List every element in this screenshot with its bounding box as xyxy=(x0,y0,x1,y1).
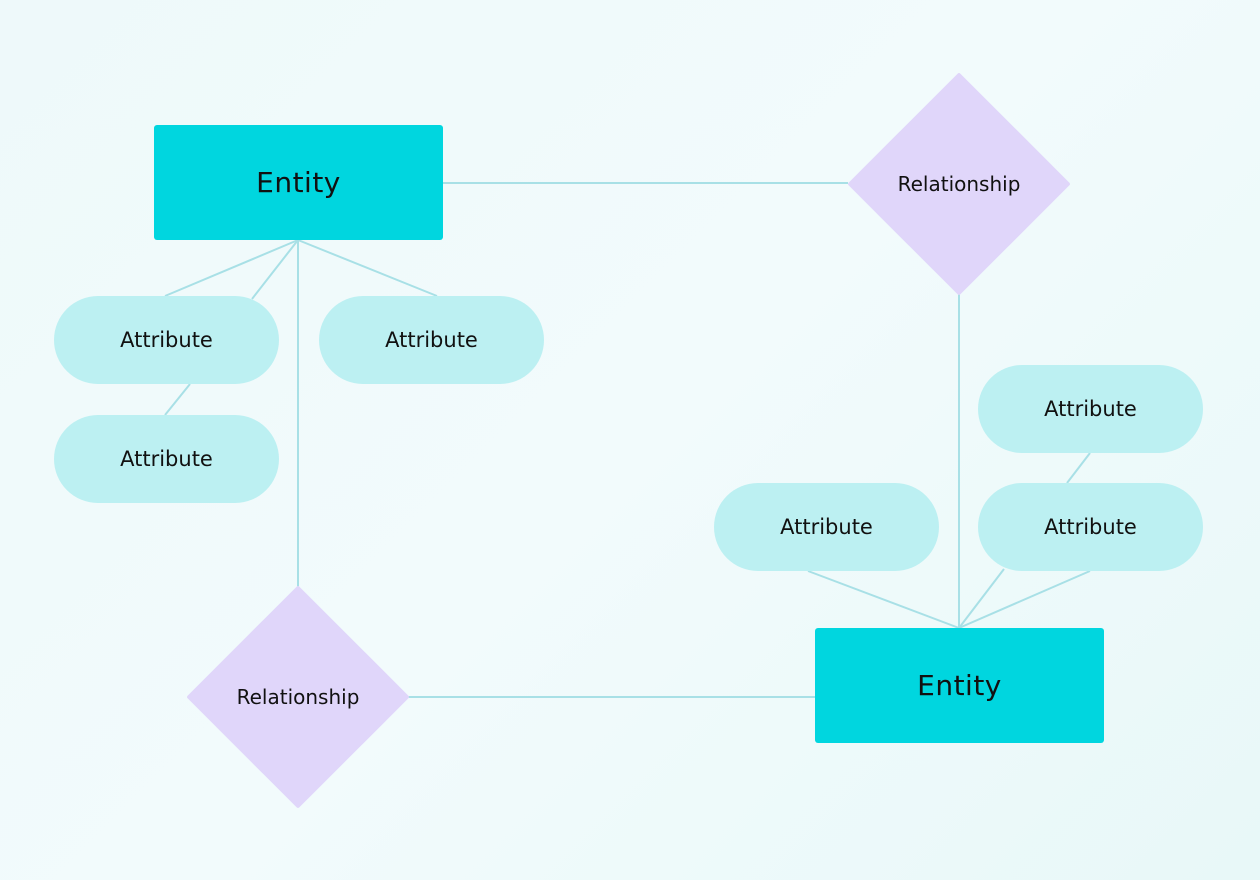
connector-entity2-attr4 xyxy=(807,570,960,629)
attribute-pill-6[interactable]: Attribute xyxy=(978,483,1203,571)
attribute-pill-3[interactable]: Attribute xyxy=(319,296,544,384)
connector-attr5-attr6 xyxy=(1066,452,1091,484)
connector-entity2-attr6b xyxy=(958,570,1091,629)
connector-entity1-attr1b xyxy=(251,239,299,300)
relationship-diamond-top-right[interactable]: Relationship xyxy=(847,72,1071,296)
connector-attr1-attr2 xyxy=(164,383,191,416)
attribute-pill-1[interactable]: Attribute xyxy=(54,296,279,384)
attribute-label: Attribute xyxy=(120,328,213,352)
attribute-label: Attribute xyxy=(1044,397,1137,421)
attribute-label: Attribute xyxy=(1044,515,1137,539)
entity-label: Entity xyxy=(256,166,341,199)
connector-entity1-attr1 xyxy=(164,239,299,297)
relationship-label: Relationship xyxy=(897,172,1021,196)
connector-entity2-attr6 xyxy=(958,568,1005,629)
attribute-label: Attribute xyxy=(120,447,213,471)
entity-box-top-left[interactable]: Entity xyxy=(154,125,443,240)
attribute-pill-2[interactable]: Attribute xyxy=(54,415,279,503)
entity-box-bottom-right[interactable]: Entity xyxy=(815,628,1104,743)
relationship-label: Relationship xyxy=(236,685,360,709)
attribute-label: Attribute xyxy=(385,328,478,352)
entity-label: Entity xyxy=(917,669,1002,702)
attribute-label: Attribute xyxy=(780,515,873,539)
relationship-diamond-bottom-left[interactable]: Relationship xyxy=(186,585,410,809)
attribute-pill-4[interactable]: Attribute xyxy=(714,483,939,571)
connector-entity1-attr3 xyxy=(297,239,438,297)
attribute-pill-5[interactable]: Attribute xyxy=(978,365,1203,453)
